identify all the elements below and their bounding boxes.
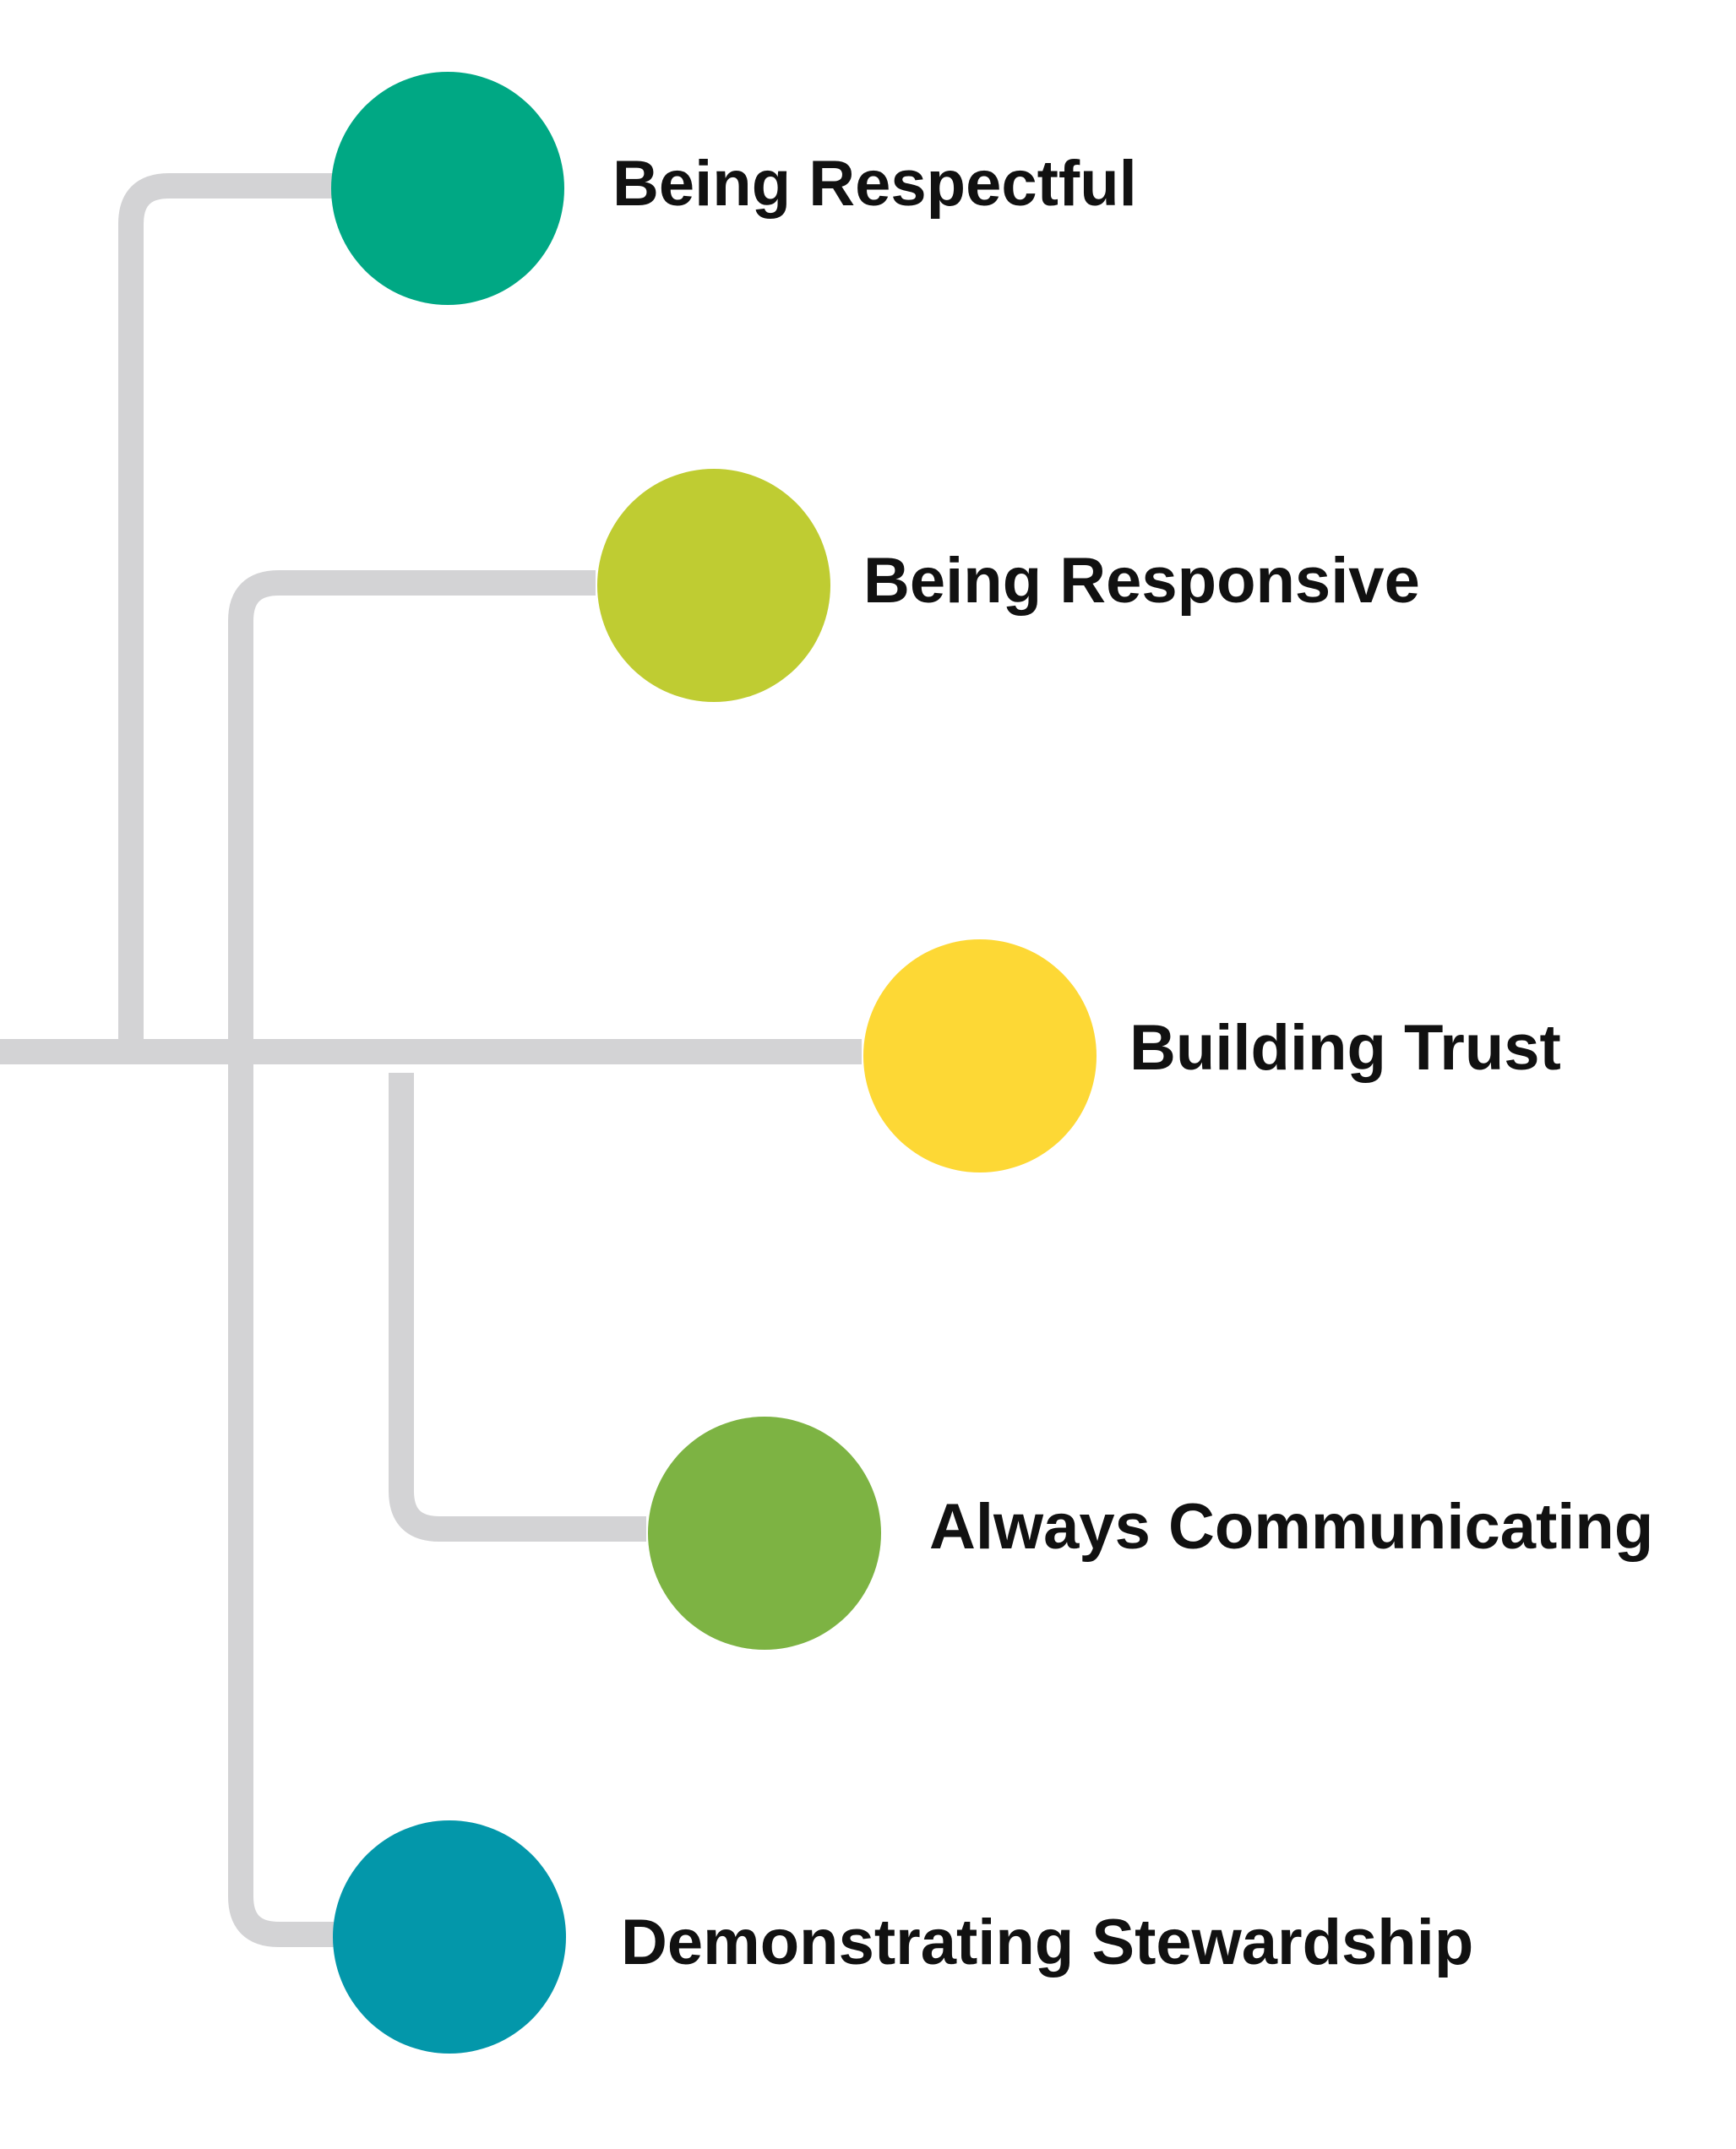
node-label-communicating: Always Communicating (929, 1491, 1653, 1563)
node-labels: Being Respectful Being Responsive Buildi… (612, 148, 1653, 1978)
stewardship-connector (228, 1052, 334, 1947)
node-circle-responsive (597, 469, 830, 702)
connector-lines (0, 173, 862, 1947)
node-circle-trust (863, 939, 1097, 1172)
respectful-connector (118, 173, 334, 1052)
node-label-responsive: Being Responsive (863, 545, 1420, 617)
node-label-trust: Building Trust (1129, 1012, 1561, 1084)
node-circle-respectful (331, 72, 564, 305)
node-circle-stewardship (333, 1820, 566, 2054)
communicating-connector (389, 1073, 646, 1542)
node-label-respectful: Being Respectful (612, 148, 1137, 220)
node-circles (331, 72, 1097, 2054)
responsive-connector (228, 570, 596, 1052)
node-circle-communicating (648, 1417, 881, 1650)
node-label-stewardship: Demonstrating Stewardship (621, 1907, 1473, 1978)
